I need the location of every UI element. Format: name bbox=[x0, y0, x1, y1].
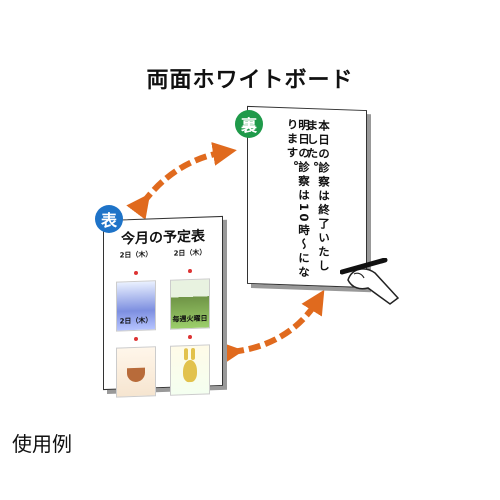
rabbit-ear-icon bbox=[184, 348, 188, 361]
cell-date: 2日（木） bbox=[119, 316, 153, 326]
rabbit-icon bbox=[183, 359, 197, 383]
pin-icon bbox=[134, 270, 138, 276]
cell-date: 2日（木） bbox=[173, 248, 207, 258]
pin-icon bbox=[188, 268, 192, 274]
rabbit-ear-icon bbox=[191, 347, 195, 361]
schedule-cell: 毎週火曜日 bbox=[164, 313, 216, 396]
back-message-line2: 明日の診察は10時～になります。 bbox=[285, 118, 312, 281]
poster-image bbox=[116, 346, 156, 398]
cell-date: 毎週火曜日 bbox=[172, 314, 208, 324]
poster-image bbox=[170, 344, 210, 396]
back-side-badge: 裏 bbox=[235, 110, 263, 138]
top-arrow bbox=[126, 142, 237, 220]
front-side-badge: 表 bbox=[95, 205, 123, 233]
cup-icon bbox=[127, 367, 145, 383]
front-board-title: 今月の予定表 bbox=[121, 228, 205, 248]
front-board: 今月の予定表 2日（木） 2日（木） 2日（木） 毎週火曜日 bbox=[103, 215, 223, 398]
bottom-arrow bbox=[218, 289, 325, 366]
page-title: 両面ホワイトボード bbox=[146, 68, 354, 93]
pin-icon bbox=[134, 336, 138, 342]
cell-date: 2日（木） bbox=[119, 250, 153, 260]
usage-example-caption: 使用例 bbox=[12, 432, 72, 456]
pin-icon bbox=[188, 334, 192, 340]
schedule-cell: 2日（木） bbox=[110, 315, 162, 398]
hand-with-marker-icon bbox=[340, 258, 400, 305]
